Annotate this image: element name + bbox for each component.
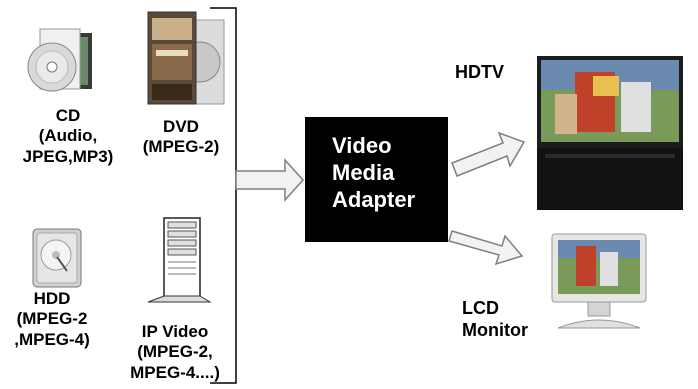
output-arrow-hdtv [451, 131, 526, 177]
cd-label: CD (Audio, JPEG,MP3) [22, 106, 114, 166]
hard-drive-icon [32, 228, 82, 288]
hdtv-label: HDTV [455, 62, 504, 82]
server-tower-icon [147, 217, 212, 303]
dvd-label: DVD (MPEG-2) [142, 117, 220, 157]
source-bracket [210, 7, 237, 384]
video-media-adapter-box [305, 117, 448, 242]
hdd-label: HDD (MPEG-2 ,MPEG-4) [14, 289, 90, 349]
hdtv-icon [537, 56, 683, 210]
lcd-monitor-label: LCD Monitor [462, 298, 528, 340]
lcd-monitor-icon [551, 233, 647, 329]
input-arrow [235, 158, 305, 202]
dvd-case-icon [147, 11, 225, 105]
video-media-adapter-label: Video Media Adapter [332, 133, 416, 212]
cd-disc-icon [27, 28, 92, 92]
ip-video-label: IP Video (MPEG-2, MPEG-4....) [130, 322, 220, 382]
output-arrow-lcd [448, 230, 524, 266]
